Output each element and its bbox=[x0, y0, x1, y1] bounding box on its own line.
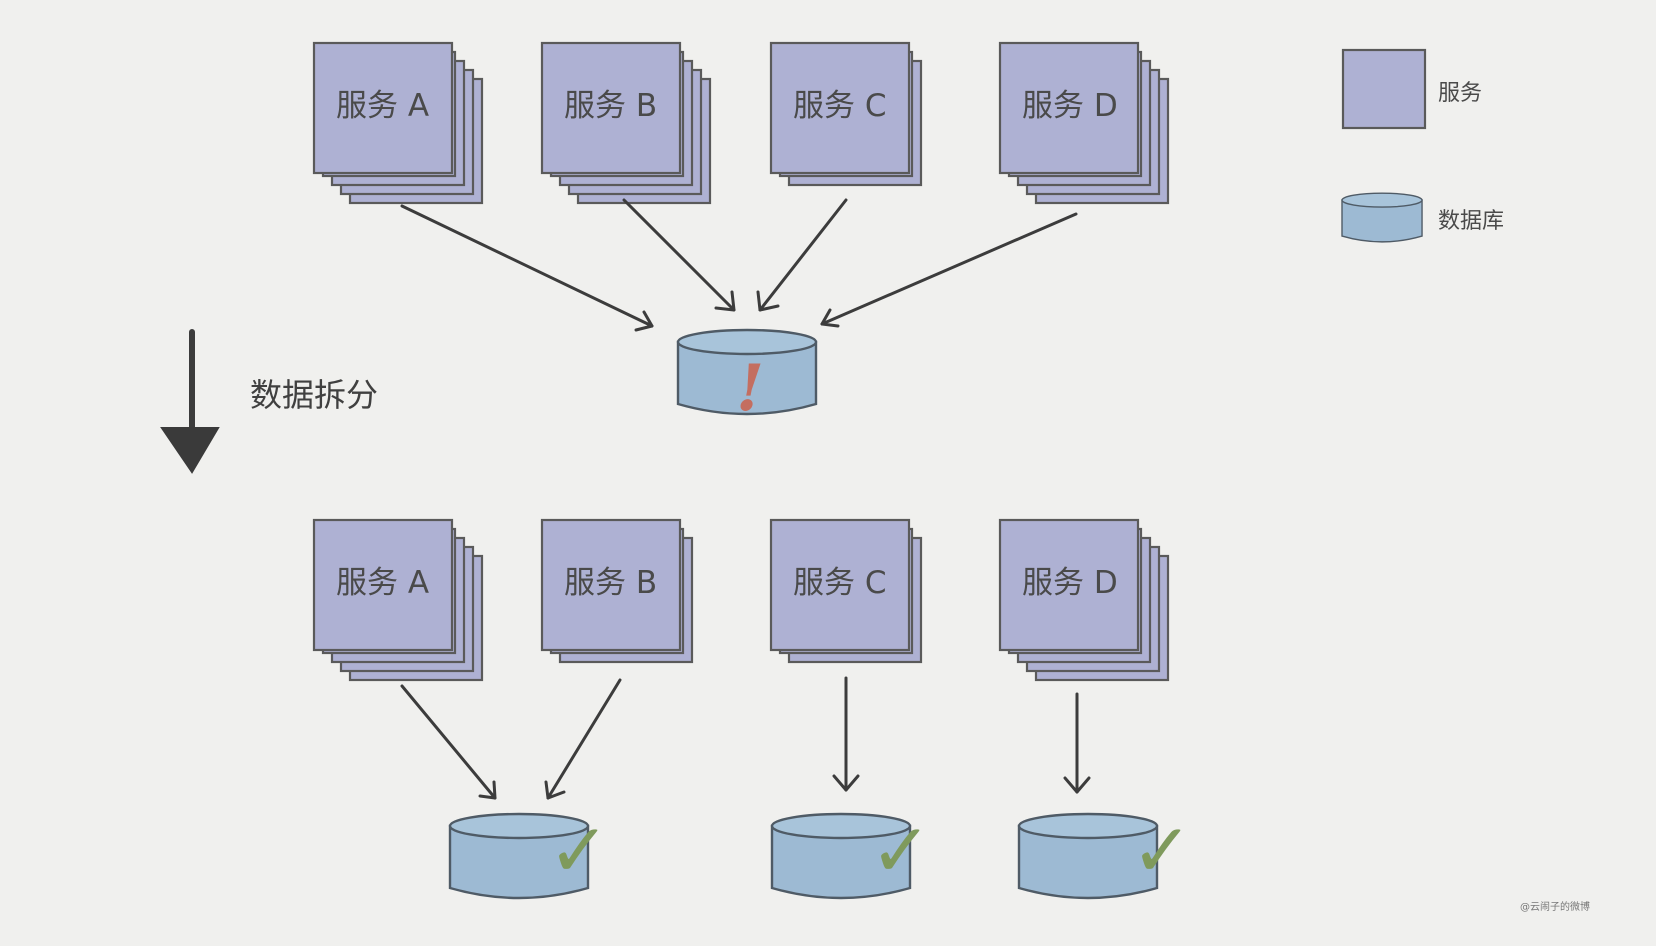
ok-check-icon: ✓ bbox=[870, 808, 932, 894]
shared-database: ! bbox=[676, 328, 818, 426]
bottom-service-a: 服务 A bbox=[312, 518, 484, 682]
split-database-3: ✓ bbox=[1017, 808, 1193, 900]
top-service-a: 服务 A bbox=[312, 41, 484, 205]
service-label: 服务 A bbox=[336, 88, 429, 124]
split-transition: 数据拆分 bbox=[160, 329, 378, 474]
bottom-service-d: 服务 D bbox=[998, 518, 1170, 682]
service-label: 服务 C bbox=[793, 88, 887, 124]
ok-check-icon: ✓ bbox=[1131, 808, 1193, 894]
arrow-c-to-shared-db bbox=[758, 198, 848, 312]
arrow-a-to-db-1 bbox=[400, 684, 497, 800]
top-service-c: 服务 C bbox=[769, 41, 923, 187]
legend: 服务 数据库 bbox=[1341, 48, 1504, 243]
legend-database-label: 数据库 bbox=[1438, 209, 1504, 234]
arrow-a-to-shared-db bbox=[400, 204, 654, 328]
top-connectors bbox=[400, 198, 1078, 332]
split-database-2: ✓ bbox=[770, 808, 932, 900]
down-arrow-head bbox=[160, 427, 220, 474]
service-label: 服务 C bbox=[793, 565, 887, 601]
legend-database-swatch bbox=[1341, 192, 1423, 243]
legend-service-swatch bbox=[1341, 48, 1427, 130]
bottom-service-c: 服务 C bbox=[769, 518, 923, 664]
service-label: 服务 B bbox=[564, 88, 657, 124]
top-service-d: 服务 D bbox=[998, 41, 1170, 205]
legend-service-label: 服务 bbox=[1438, 81, 1482, 106]
warning-mark: ! bbox=[736, 351, 764, 426]
service-label: 服务 A bbox=[336, 565, 429, 601]
watermark: @云闹子的微博 bbox=[1520, 900, 1590, 913]
top-service-b: 服务 B bbox=[540, 41, 712, 205]
ok-check-icon: ✓ bbox=[548, 808, 610, 894]
service-label: 服务 D bbox=[1022, 565, 1118, 601]
service-label: 服务 D bbox=[1022, 88, 1118, 124]
bottom-service-b: 服务 B bbox=[540, 518, 694, 664]
split-database-1: ✓ bbox=[448, 808, 610, 900]
arrow-b-to-db-1 bbox=[546, 678, 622, 800]
arrow-d-to-shared-db bbox=[820, 212, 1078, 326]
bottom-connectors bbox=[400, 676, 1091, 800]
service-label: 服务 B bbox=[564, 565, 657, 601]
arrow-b-to-shared-db bbox=[622, 198, 736, 312]
split-label: 数据拆分 bbox=[250, 376, 378, 414]
